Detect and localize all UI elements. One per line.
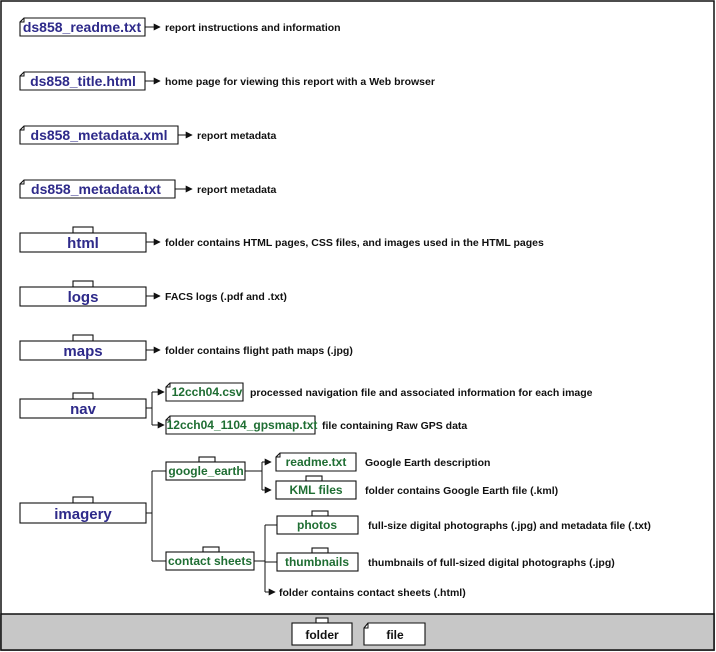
folder-photos-desc: full-size digital photographs (.jpg) and… <box>368 520 651 532</box>
folder-nav-label: nav <box>70 401 97 418</box>
file-icon <box>165 415 316 435</box>
file-icon <box>19 125 179 145</box>
file-title-desc: home page for viewing this report with a… <box>165 76 435 88</box>
file-readme: ds858_readme.txt report instructions and… <box>19 17 341 37</box>
folder-logs-label: logs <box>68 289 99 306</box>
folder-kml-label: KML files <box>289 483 342 497</box>
file-readme-desc: report instructions and information <box>165 22 341 34</box>
file-title: ds858_title.html home page for viewing t… <box>19 71 435 91</box>
file-title-label: ds858_title.html <box>30 73 136 89</box>
folder-icon <box>276 515 359 535</box>
folder-thumbnails-desc: thumbnails of full-sized digital photogr… <box>368 557 615 569</box>
legend-file-icon <box>363 622 426 646</box>
contact-sheets-desc: folder contains contact sheets (.html) <box>279 587 466 599</box>
folder-thumbnails-label: thumbnails <box>285 555 349 569</box>
folder-imagery: imagery google_earth readme.txt Google E… <box>19 452 651 599</box>
legend-band <box>0 613 715 651</box>
folder-logs-desc: FACS logs (.pdf and .txt) <box>165 291 287 303</box>
folder-tab <box>311 510 329 517</box>
legend: folder file <box>0 613 715 651</box>
file-csv-label: 12cch04.csv <box>172 385 243 399</box>
folder-html: html folder contains HTML pages, CSS fil… <box>19 226 544 253</box>
folder-maps-desc: folder contains flight path maps (.jpg) <box>165 345 353 357</box>
folder-tab <box>198 456 216 463</box>
file-metadata-txt-desc: report metadata <box>197 184 277 196</box>
folder-photos-label: photos <box>297 518 337 532</box>
folder-icon <box>276 552 359 572</box>
folder-tab <box>72 392 94 400</box>
file-metadata-xml-label: ds858_metadata.xml <box>31 127 168 143</box>
file-icon <box>19 17 146 37</box>
folder-contact-sheets: contact sheets photos full-size digital … <box>165 510 651 599</box>
file-metadata-xml-desc: report metadata <box>197 130 277 142</box>
folder-tab <box>72 226 94 234</box>
file-gpsmap-desc: file containing Raw GPS data <box>322 420 467 432</box>
file-csv-desc: processed navigation file and associated… <box>250 387 593 399</box>
folder-maps-label: maps <box>63 343 102 360</box>
folder-tab <box>315 617 329 624</box>
file-metadata-txt-label: ds858_metadata.txt <box>31 181 161 197</box>
file-gpsmap-label: 12cch04_1104_gpsmap.txt <box>167 418 318 432</box>
file-icon <box>275 452 357 472</box>
folder-google-earth-label: google_earth <box>168 464 243 478</box>
file-metadata-xml: ds858_metadata.xml report metadata <box>19 125 277 145</box>
file-ge-readme-label: readme.txt <box>286 455 347 469</box>
folder-google-earth: google_earth readme.txt Google Earth des… <box>165 452 558 500</box>
folder-tab <box>311 547 329 554</box>
file-icon <box>165 382 244 402</box>
folder-imagery-label: imagery <box>54 506 112 523</box>
file-metadata-txt: ds858_metadata.txt report metadata <box>19 179 277 199</box>
folder-logs: logs FACS logs (.pdf and .txt) <box>19 280 287 307</box>
folder-html-desc: folder contains HTML pages, CSS files, a… <box>165 237 544 249</box>
file-icon <box>19 179 176 199</box>
folder-tab <box>72 496 94 504</box>
legend-folder-label: folder <box>305 628 339 642</box>
file-ge-readme-desc: Google Earth description <box>365 457 490 469</box>
folder-tab <box>72 280 94 288</box>
folder-contact-sheets-label: contact sheets <box>168 554 252 568</box>
file-readme-label: ds858_readme.txt <box>23 19 142 35</box>
file-icon <box>19 71 146 91</box>
folder-tab <box>72 334 94 342</box>
folder-maps: maps folder contains flight path maps (.… <box>19 334 353 361</box>
folder-tab <box>202 546 220 553</box>
legend-folder-icon <box>291 622 353 646</box>
folder-html-label: html <box>67 235 99 252</box>
folder-nav: nav 12cch04.csv processed navigation fil… <box>19 382 593 435</box>
folder-tab <box>305 475 323 482</box>
legend-file-label: file <box>386 628 404 642</box>
folder-kml-desc: folder contains Google Earth file (.kml) <box>365 485 558 497</box>
folder-icon <box>275 480 357 500</box>
